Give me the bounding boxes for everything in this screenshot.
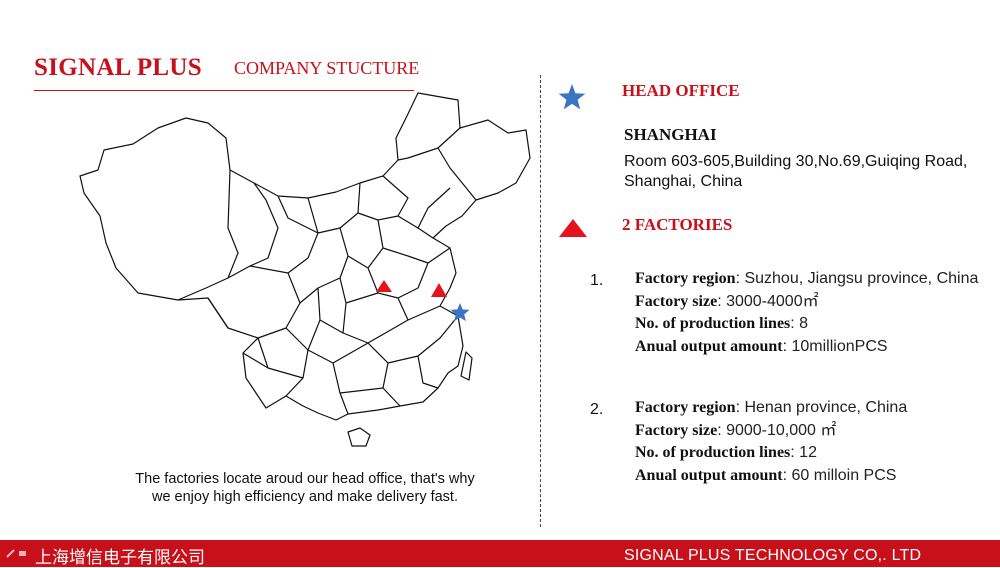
- head-office-heading: HEAD OFFICE: [622, 81, 740, 100]
- factory-details: Factory region: Henan province, China Fa…: [635, 397, 985, 487]
- footer-company-chinese: 上海增信电子有限公司: [35, 548, 205, 567]
- annual-output-label: Anual output amount: [635, 337, 783, 355]
- red-triangle-icon: [376, 280, 392, 292]
- vertical-divider: [540, 75, 541, 527]
- map-outline: [79, 92, 531, 421]
- annual-output-row: Anual output amount: 10millionPCS: [635, 336, 985, 359]
- map-caption: The factories locate aroud our head offi…: [100, 470, 510, 506]
- factory-size-label: Factory size: [635, 421, 718, 439]
- factory-region-row: Factory region: Suzhou, Jiangsu province…: [635, 268, 985, 291]
- title-underline: [34, 90, 414, 91]
- caption-line: we enjoy high efficiency and make delive…: [151, 489, 458, 505]
- production-lines-row: No. of production lines: 12: [635, 442, 985, 465]
- taiwan-island: [460, 351, 473, 381]
- factory-number: 1.: [590, 272, 604, 289]
- blue-star-icon: [450, 303, 470, 322]
- factory-details: Factory region: Suzhou, Jiangsu province…: [635, 268, 985, 358]
- china-map: [79, 92, 531, 447]
- factory-size-value: : 3000-4000㎡: [717, 292, 819, 310]
- factory-region-row: Factory region: Henan province, China: [635, 397, 985, 420]
- factory-number: 2.: [590, 401, 604, 418]
- factory-region-value: : Suzhou, Jiangsu province, China: [735, 270, 979, 287]
- head-office-address: Room 603-605,Building 30,No.69,Guiqing R…: [624, 153, 968, 190]
- annual-output-value: : 10millionPCS: [782, 337, 888, 355]
- page-subtitle: COMPANY STUCTURE: [234, 58, 420, 78]
- head-office-city: SHANGHAI: [624, 125, 717, 144]
- factory-size-label: Factory size: [635, 292, 718, 310]
- annual-output-label: Anual output amount: [635, 466, 783, 484]
- caption-line: The factories locate aroud our head offi…: [135, 471, 475, 487]
- annual-output-value: : 60 milloin PCS: [782, 466, 897, 484]
- blue-star-icon: [558, 84, 586, 110]
- red-triangle-icon: [431, 283, 447, 297]
- production-lines-value: : 12: [790, 444, 817, 462]
- factory-region-label: Factory region: [635, 270, 736, 287]
- factories-heading: 2 FACTORIES: [622, 215, 733, 234]
- logo-mark-icon: [6, 549, 26, 558]
- production-lines-value: : 8: [790, 315, 809, 333]
- map-province-borders: [177, 127, 477, 415]
- factory-region-label: Factory region: [635, 399, 736, 416]
- hainan-island: [347, 427, 371, 447]
- production-lines-label: No. of production lines: [635, 315, 791, 333]
- footer-bar: 上海增信电子有限公司 SIGNAL PLUS TECHNOLOGY CO,. L…: [0, 540, 1000, 567]
- factory-size-row: Factory size: 9000-10,000 ㎡: [635, 420, 985, 443]
- map-markers: [376, 280, 470, 322]
- factory-size-row: Factory size: 3000-4000㎡: [635, 291, 985, 314]
- red-triangle-icon: [559, 219, 587, 237]
- brand-title: SIGNAL PLUS: [34, 54, 202, 81]
- factory-size-value: : 9000-10,000 ㎡: [717, 421, 837, 439]
- production-lines-row: No. of production lines: 8: [635, 313, 985, 336]
- annual-output-row: Anual output amount: 60 milloin PCS: [635, 465, 985, 488]
- production-lines-label: No. of production lines: [635, 444, 791, 462]
- footer-company-english: SIGNAL PLUS TECHNOLOGY CO,. LTD: [624, 547, 922, 564]
- factory-region-value: : Henan province, China: [735, 399, 908, 416]
